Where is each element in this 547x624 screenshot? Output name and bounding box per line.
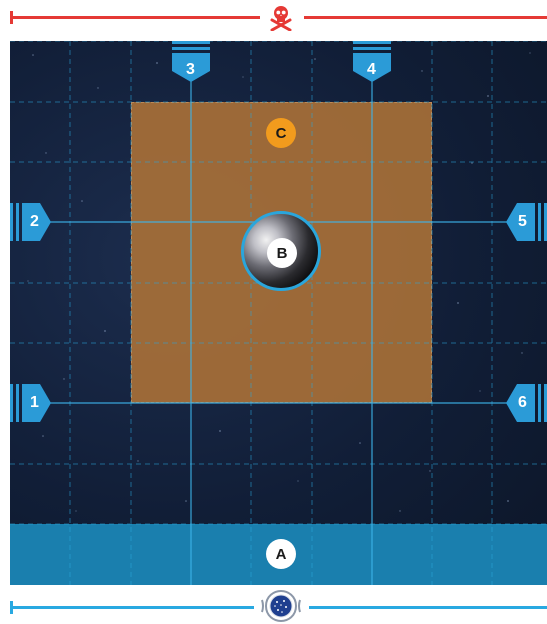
entry-marker-5[interactable]: 5	[506, 203, 547, 246]
entry-marker-6-number: 6	[518, 394, 527, 412]
entry-marker-1[interactable]: 1	[10, 384, 51, 427]
entry-marker-3-number: 3	[186, 61, 195, 79]
entry-marker-2-number: 2	[30, 213, 39, 231]
entry-marker-4-number: 4	[367, 61, 376, 79]
entry-marker-6[interactable]: 6	[506, 384, 547, 427]
friendly-edge-line-right	[309, 606, 547, 609]
game-board: B C A	[10, 41, 547, 585]
entry-marker-1-number: 1	[30, 394, 39, 412]
entry-marker-5-number: 5	[518, 213, 527, 231]
federation-emblem-icon	[260, 590, 302, 622]
entry-marker-3[interactable]: 3	[172, 41, 210, 87]
objective-label: C	[266, 118, 296, 148]
enemy-edge-line-left	[10, 16, 260, 19]
deployment-label: A	[266, 539, 296, 569]
entry-marker-2[interactable]: 2	[10, 203, 51, 246]
skull-crossbones-icon	[268, 3, 294, 31]
entry-marker-4[interactable]: 4	[353, 41, 391, 87]
planet-label: B	[267, 238, 297, 268]
friendly-edge-line-left	[10, 606, 254, 609]
enemy-edge-line-right	[304, 16, 547, 19]
